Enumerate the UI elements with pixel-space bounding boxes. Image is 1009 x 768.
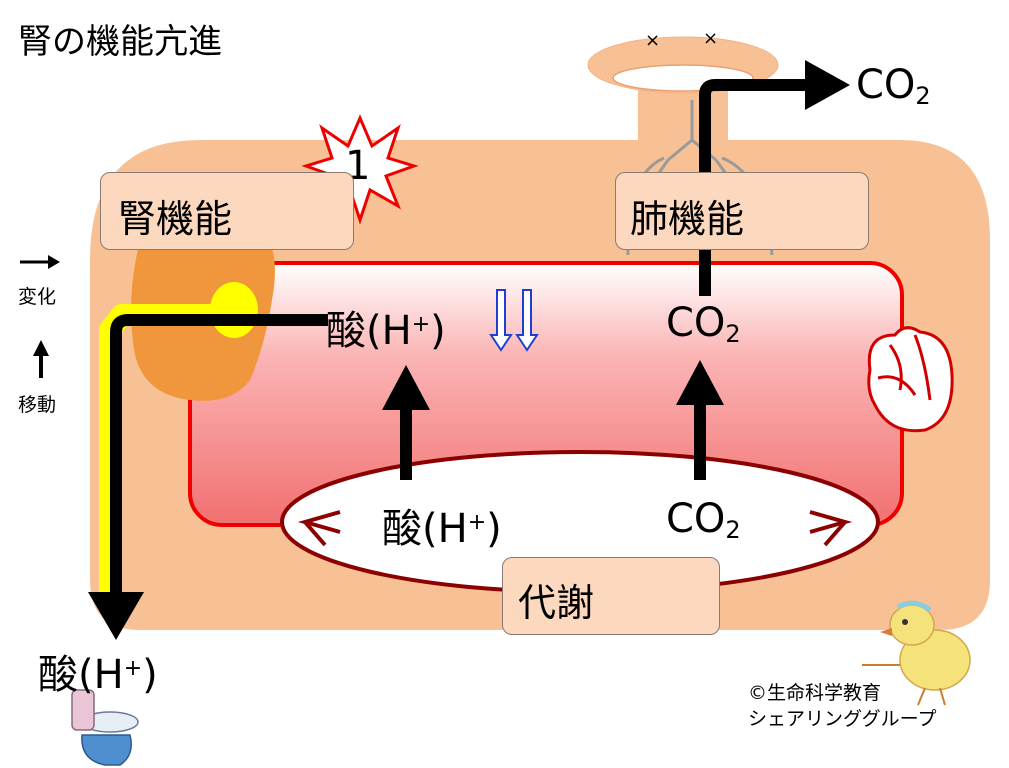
svg-text:×: × — [703, 28, 718, 49]
exhale-arrowhead — [805, 60, 850, 110]
kidney-function-box — [100, 172, 354, 250]
move-arrow-icon — [33, 340, 49, 378]
exhaled-co2-label: CO2 — [856, 62, 931, 110]
acid-up-arrow-shaft — [400, 405, 412, 480]
change-arrow-icon — [20, 255, 60, 269]
blood-co2-label: CO2 — [666, 300, 741, 348]
credit-text: ©生命科学教育 シェアリンググループ — [748, 682, 937, 730]
excretion-arrowhead — [88, 592, 144, 640]
exhale-path — [699, 79, 815, 296]
excreted-acid-label: 酸(H+) — [38, 652, 158, 698]
excretion-path — [110, 314, 328, 600]
tissue-co2-label: CO2 — [666, 496, 741, 544]
tissue-acid-label: 酸(H+) — [382, 506, 502, 552]
legend-move-label: 移動 — [18, 394, 57, 416]
kidney-function-label: 腎機能 — [118, 197, 233, 241]
lung-function-label: 肺機能 — [630, 197, 745, 241]
blood-acid-label: 酸(H+) — [326, 308, 446, 354]
heart-icon — [867, 326, 954, 433]
co2-up-arrow-shaft — [694, 398, 706, 480]
acid-up-arrowhead — [382, 365, 430, 410]
tissue-chevrons — [297, 510, 853, 547]
metabolism-label: 代謝 — [518, 581, 595, 625]
chick-mascot-icon — [862, 600, 971, 706]
legend-change-label: 変化 — [18, 286, 57, 308]
page-title: 腎の機能亢進 — [18, 22, 222, 62]
acid-decrease-arrows — [489, 289, 539, 352]
lung-function-box — [615, 172, 869, 250]
co2-up-arrowhead — [676, 360, 724, 405]
svg-text:×: × — [645, 30, 660, 51]
metabolism-box — [502, 557, 720, 635]
toilet-icon — [71, 689, 139, 766]
